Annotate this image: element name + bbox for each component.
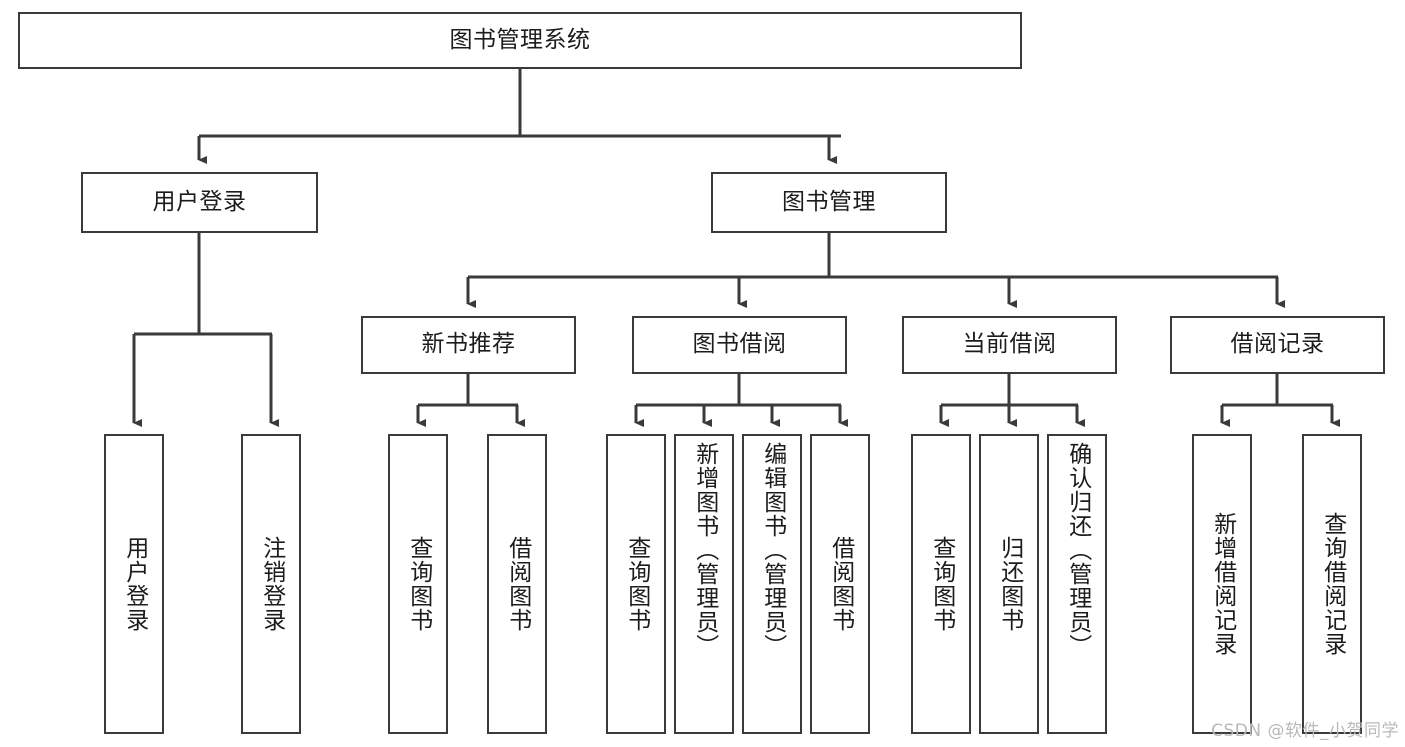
node-book-borrow[interactable]: 图书借阅 bbox=[632, 316, 847, 374]
node-leaf-borrow-book-2-label: 借阅图书 bbox=[827, 536, 854, 632]
node-leaf-logout-label: 注销登录 bbox=[258, 536, 285, 632]
node-leaf-edit-book-label: 编辑图书（管理员） bbox=[759, 442, 786, 658]
node-leaf-add-record-label: 新增借阅记录 bbox=[1209, 512, 1236, 656]
node-leaf-user-login[interactable]: 用户登录 bbox=[104, 434, 164, 734]
node-borrow-record-label: 借阅记录 bbox=[1230, 331, 1325, 358]
node-book-manage-label: 图书管理 bbox=[782, 188, 876, 215]
node-leaf-query-record[interactable]: 查询借阅记录 bbox=[1302, 434, 1362, 734]
node-book-manage[interactable]: 图书管理 bbox=[711, 172, 947, 233]
edges-root-to-level2 bbox=[197, 69, 841, 164]
edges-userlogin-to-leaves bbox=[132, 233, 279, 427]
node-leaf-query-record-label: 查询借阅记录 bbox=[1319, 512, 1346, 656]
edges-borrowrecord-to-leaves bbox=[1220, 374, 1340, 427]
node-leaf-query-book-2-label: 查询图书 bbox=[623, 536, 650, 632]
node-leaf-return-book-label: 归还图书 bbox=[996, 536, 1023, 632]
node-leaf-query-book-1-label: 查询图书 bbox=[405, 536, 432, 632]
node-leaf-add-record[interactable]: 新增借阅记录 bbox=[1192, 434, 1252, 734]
node-current-borrow[interactable]: 当前借阅 bbox=[902, 316, 1117, 374]
node-leaf-query-book-1[interactable]: 查询图书 bbox=[388, 434, 448, 734]
node-leaf-query-book-3-label: 查询图书 bbox=[928, 536, 955, 632]
node-borrow-record[interactable]: 借阅记录 bbox=[1170, 316, 1385, 374]
edges-bookmanage-to-level3 bbox=[466, 233, 1285, 308]
node-leaf-borrow-book-2[interactable]: 借阅图书 bbox=[810, 434, 870, 734]
node-leaf-user-login-label: 用户登录 bbox=[121, 536, 148, 632]
node-book-borrow-label: 图书借阅 bbox=[692, 331, 787, 358]
node-leaf-edit-book[interactable]: 编辑图书（管理员） bbox=[742, 434, 802, 734]
node-leaf-return-book[interactable]: 归还图书 bbox=[979, 434, 1039, 734]
edges-newbook-to-leaves bbox=[416, 374, 525, 427]
node-leaf-confirm-return-label: 确认归还（管理员） bbox=[1064, 442, 1091, 658]
edges-bookborrow-to-leaves bbox=[634, 374, 848, 427]
node-root[interactable]: 图书管理系统 bbox=[18, 12, 1022, 69]
node-user-login[interactable]: 用户登录 bbox=[81, 172, 318, 233]
node-leaf-logout[interactable]: 注销登录 bbox=[241, 434, 301, 734]
edges-currentborrow-to-leaves bbox=[939, 374, 1085, 427]
node-leaf-query-book-3[interactable]: 查询图书 bbox=[911, 434, 971, 734]
node-leaf-confirm-return[interactable]: 确认归还（管理员） bbox=[1047, 434, 1107, 734]
node-leaf-borrow-book-1[interactable]: 借阅图书 bbox=[487, 434, 547, 734]
node-new-book-rec-label: 新书推荐 bbox=[421, 331, 516, 358]
node-leaf-query-book-2[interactable]: 查询图书 bbox=[606, 434, 666, 734]
node-root-label: 图书管理系统 bbox=[449, 26, 591, 53]
node-leaf-borrow-book-1-label: 借阅图书 bbox=[504, 536, 531, 632]
node-leaf-add-book[interactable]: 新增图书（管理员） bbox=[674, 434, 734, 734]
node-current-borrow-label: 当前借阅 bbox=[962, 331, 1057, 358]
node-user-login-label: 用户登录 bbox=[152, 188, 247, 215]
node-leaf-add-book-label: 新增图书（管理员） bbox=[691, 442, 718, 658]
node-new-book-rec[interactable]: 新书推荐 bbox=[361, 316, 576, 374]
